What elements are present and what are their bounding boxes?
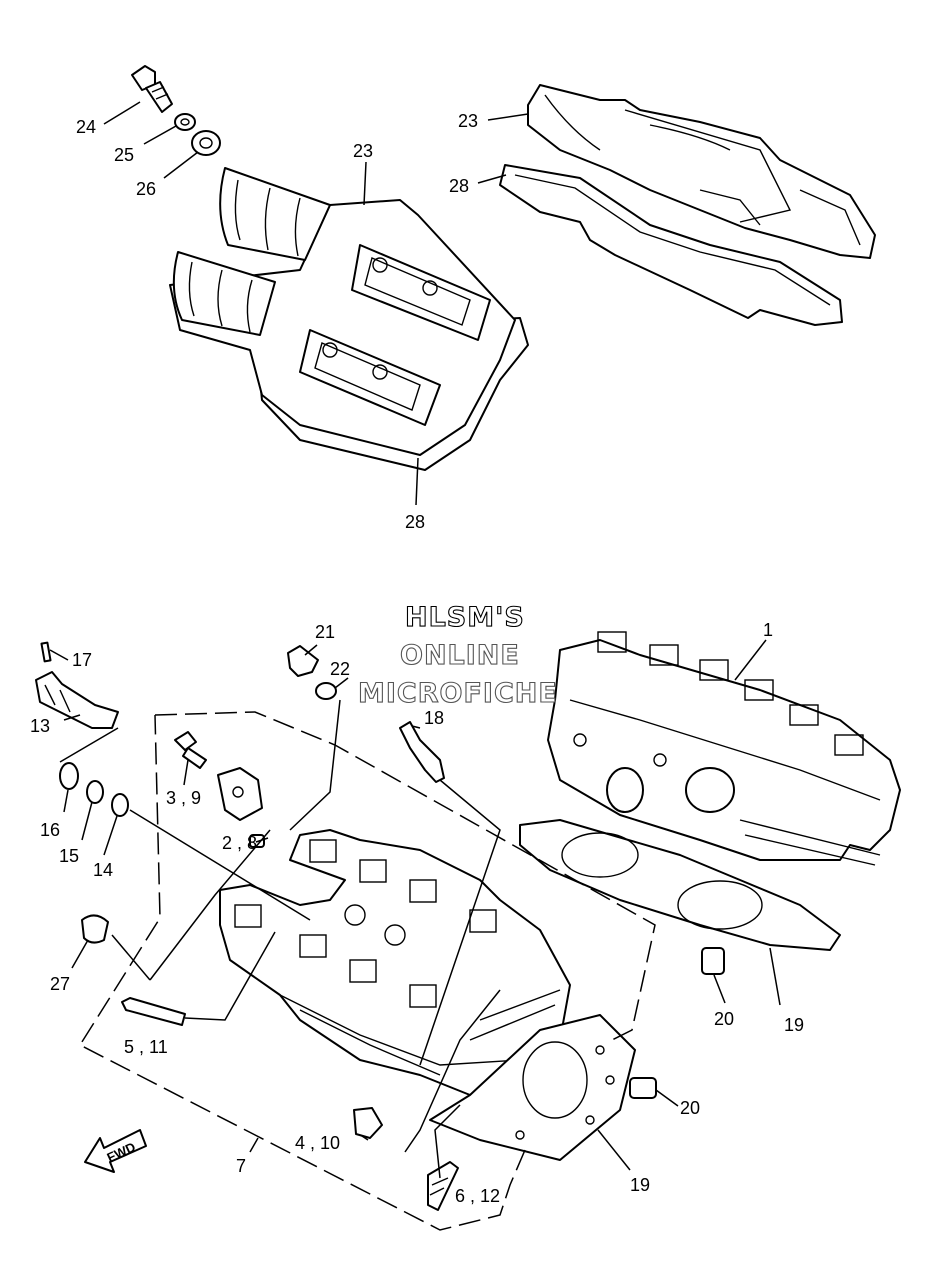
guide-5-11 [121,997,186,1026]
callout-19-upper: 19 [784,1015,804,1035]
callout-4-10: 4 , 10 [295,1133,340,1153]
head-cover-rear [499,84,876,326]
callout-16: 16 [40,820,60,840]
fwd-label: FWD [105,1139,138,1165]
plug-27 [81,914,109,944]
callout-14: 14 [93,860,113,880]
callout-22: 22 [330,659,350,679]
callout-17: 17 [72,650,92,670]
washer-25 [174,113,196,131]
bolt-24 [131,65,173,113]
head-gasket-19-lower [429,1014,636,1161]
o-rings-14-15-16 [59,762,129,817]
watermark-line3: MICROFICHE [358,678,558,709]
callout-1: 1 [763,620,773,640]
bolt-4-10 [353,1107,383,1139]
watermark-line1: HLSM'S [405,602,525,633]
callout-20-upper: 20 [714,1009,734,1029]
forward-arrow: FWD [84,1129,147,1173]
callout-6-12: 6 , 12 [455,1186,500,1206]
grommet-26 [191,130,221,156]
callout-23-front: 23 [353,141,373,161]
callout-24: 24 [76,117,96,137]
callout-18: 18 [424,708,444,728]
bolt-3-9 [174,731,207,769]
watermark-line2: ONLINE [400,640,520,671]
dowel-20b [629,1077,657,1099]
callout-labels: 24 25 26 23 23 28 28 21 22 1 17 13 18 16… [30,111,804,1206]
callout-19-lower: 19 [630,1175,650,1195]
dowel-20a [701,947,725,975]
leader-lines [49,101,781,1179]
callout-15: 15 [59,846,79,866]
callout-28-rear: 28 [449,176,469,196]
callout-2-8: 2 , 8 [222,833,257,853]
spark-plug-18 [399,721,445,783]
head-gasket-19-upper [519,819,841,951]
cam-shaft-13 [35,671,119,729]
pin-17 [40,641,52,663]
watermark: HLSM'S ONLINE MICROFICHE [357,601,558,709]
callout-27: 27 [50,974,70,994]
head-cover-front [169,167,529,471]
callout-13: 13 [30,716,50,736]
callout-7: 7 [236,1156,246,1176]
callout-26: 26 [136,179,156,199]
cylinder-head-rear [547,631,901,866]
cap-21 [287,645,319,677]
seal-22 [315,682,337,700]
callout-5-11: 5 , 11 [124,1037,168,1057]
callout-23-rear: 23 [458,111,478,131]
callout-3-9: 3 , 9 [166,788,201,808]
stud-6-12 [427,1161,459,1211]
assembly-7-boundary [78,711,656,1231]
callout-28-front: 28 [405,512,425,532]
callout-25: 25 [114,145,134,165]
callout-21: 21 [315,622,335,642]
callout-20-lower: 20 [680,1098,700,1118]
bracket [217,767,263,821]
